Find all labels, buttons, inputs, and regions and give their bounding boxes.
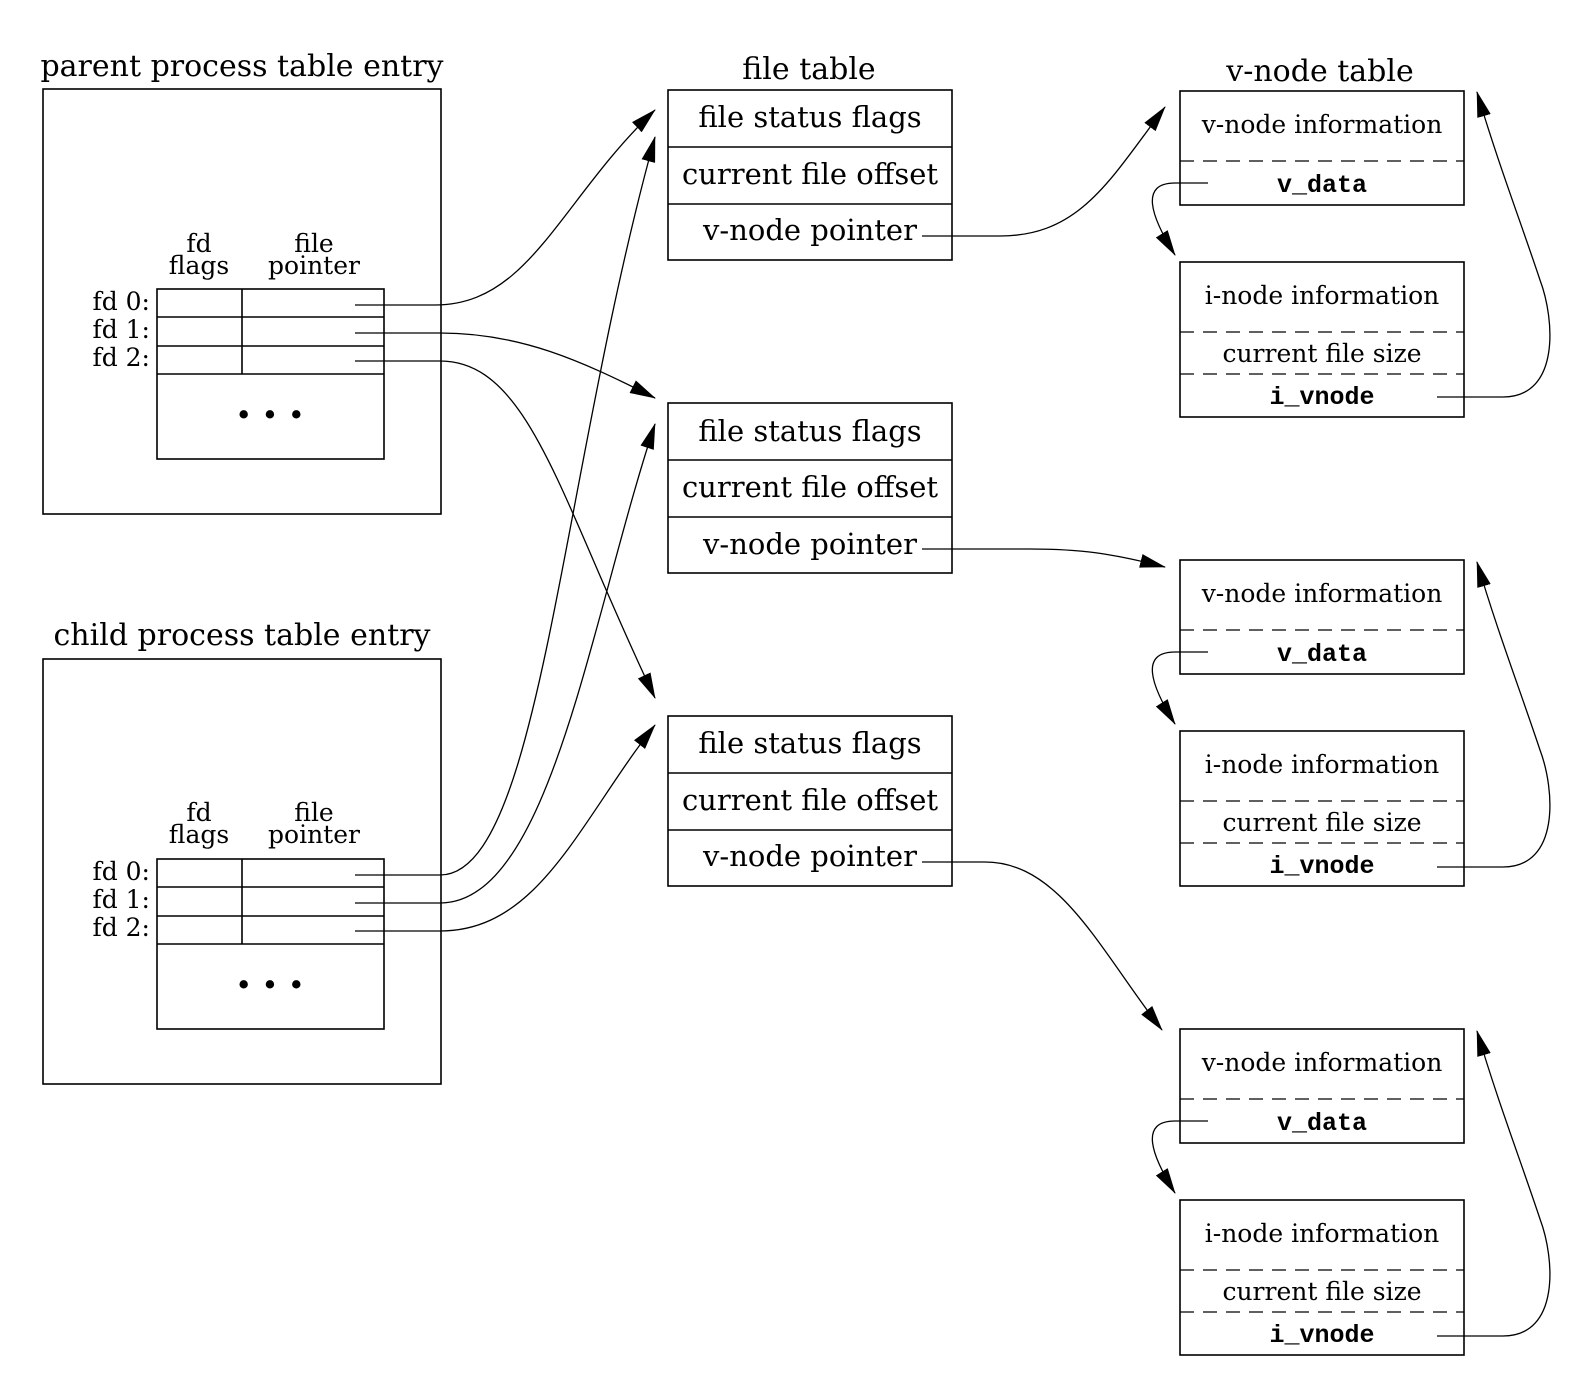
file-status-flags: file status flags bbox=[698, 414, 921, 448]
parent-file-pointer-header-line1: file bbox=[294, 229, 333, 258]
child-process-box bbox=[42, 658, 442, 1085]
parent-process-entry: parent process table entry fd flags file… bbox=[40, 49, 444, 515]
v-data-field: v_data bbox=[1277, 1109, 1367, 1138]
child-process-title: child process table entry bbox=[54, 618, 431, 653]
child-ellipsis: • • • bbox=[235, 968, 305, 1002]
ivnode-3-arrow bbox=[1437, 1030, 1551, 1337]
file-status-flags: file status flags bbox=[698, 100, 921, 134]
parent-fd2-arrow bbox=[355, 360, 656, 699]
v-data-field: v_data bbox=[1277, 171, 1367, 200]
vnode-entry-1: v-node information v_data bbox=[1179, 90, 1465, 206]
file-table-entry-1: file status flags current file offset v-… bbox=[667, 89, 953, 261]
i-vnode-field: i_vnode bbox=[1269, 852, 1374, 881]
ivnode-2-arrow bbox=[1437, 561, 1551, 868]
parent-process-box bbox=[42, 88, 442, 515]
child-file-pointer-header-line2: pointer bbox=[268, 820, 360, 849]
parent-file-pointer-header-line2: pointer bbox=[268, 251, 360, 280]
file-table-title: file table bbox=[742, 52, 875, 87]
inode-entry-3: i-node information current file size i_v… bbox=[1179, 1199, 1465, 1356]
current-file-offset: current file offset bbox=[682, 157, 938, 191]
file-status-flags: file status flags bbox=[698, 726, 921, 760]
inode-information: i-node information bbox=[1205, 750, 1440, 779]
parent-fd1-label: fd 1: bbox=[92, 315, 150, 344]
child-fd0-label: fd 0: bbox=[92, 857, 150, 886]
inode-information: i-node information bbox=[1205, 1219, 1440, 1248]
vdata-3-arrow bbox=[1151, 1120, 1208, 1194]
current-file-size: current file size bbox=[1222, 339, 1421, 368]
child-fd-flags-header-line2: flags bbox=[169, 820, 229, 849]
vnode-table-title: v-node table bbox=[1225, 54, 1413, 89]
current-file-size: current file size bbox=[1222, 808, 1421, 837]
child-fd1-label: fd 1: bbox=[92, 885, 150, 914]
vnode-pointer-3-arrow bbox=[922, 861, 1163, 1031]
current-file-offset: current file offset bbox=[682, 470, 938, 504]
parent-fd-flags-header-line1: fd bbox=[186, 229, 211, 258]
child-fd1-arrow bbox=[355, 423, 656, 904]
child-fd-flags-header-line1: fd bbox=[186, 798, 211, 827]
v-node-pointer: v-node pointer bbox=[702, 213, 917, 247]
current-file-size: current file size bbox=[1222, 1277, 1421, 1306]
vdata-1-arrow bbox=[1151, 182, 1208, 256]
parent-fd0-label: fd 0: bbox=[92, 287, 150, 316]
vnode-pointer-2-arrow bbox=[922, 548, 1166, 568]
current-file-offset: current file offset bbox=[682, 783, 938, 817]
vdata-2-arrow bbox=[1151, 651, 1208, 725]
parent-ellipsis: • • • bbox=[235, 398, 305, 432]
inode-information: i-node information bbox=[1205, 281, 1440, 310]
inode-entry-1: i-node information current file size i_v… bbox=[1179, 261, 1465, 418]
child-fd0-arrow bbox=[355, 136, 656, 876]
vnode-entry-2: v-node information v_data bbox=[1179, 559, 1465, 675]
ivnode-1-arrow bbox=[1437, 91, 1551, 398]
parent-fd0-arrow bbox=[355, 109, 656, 306]
v-node-pointer: v-node pointer bbox=[702, 839, 917, 873]
file-table-entry-3: file status flags current file offset v-… bbox=[667, 715, 953, 887]
child-process-entry: child process table entry fd flags file … bbox=[42, 618, 442, 1085]
parent-fd1-arrow bbox=[355, 332, 656, 399]
vnode-entry-3: v-node information v_data bbox=[1179, 1028, 1465, 1144]
parent-fd-flags-header-line2: flags bbox=[169, 251, 229, 280]
i-vnode-field: i_vnode bbox=[1269, 383, 1374, 412]
inode-entry-2: i-node information current file size i_v… bbox=[1179, 730, 1465, 887]
parent-process-title: parent process table entry bbox=[40, 49, 443, 84]
child-fd2-arrow bbox=[355, 724, 656, 932]
file-table-entry-2: file status flags current file offset v-… bbox=[667, 402, 953, 574]
vnode-information: v-node information bbox=[1201, 1048, 1443, 1077]
child-fd2-label: fd 2: bbox=[92, 913, 150, 942]
child-file-pointer-header-line1: file bbox=[294, 798, 333, 827]
i-vnode-field: i_vnode bbox=[1269, 1321, 1374, 1350]
v-data-field: v_data bbox=[1277, 640, 1367, 669]
parent-fd2-label: fd 2: bbox=[92, 343, 150, 372]
vnode-pointer-1-arrow bbox=[922, 106, 1166, 237]
v-node-pointer: v-node pointer bbox=[702, 527, 917, 561]
vnode-information: v-node information bbox=[1201, 110, 1443, 139]
vnode-information: v-node information bbox=[1201, 579, 1443, 608]
